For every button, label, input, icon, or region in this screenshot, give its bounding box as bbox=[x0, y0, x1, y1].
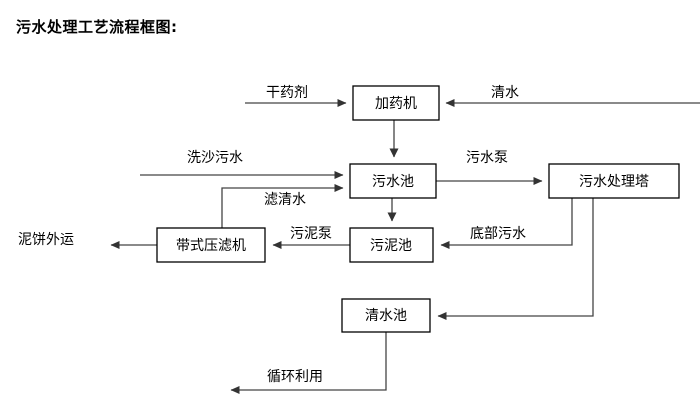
edge-line-tower-to-clean bbox=[437, 198, 594, 320]
edge-label-clean-water: 清水 bbox=[491, 85, 519, 101]
edge-label-sand-wash: 洗沙污水 bbox=[187, 150, 243, 166]
edge-label-mud-cake: 泥饼外运 bbox=[18, 232, 74, 248]
edge-label-wastewater-pump: 污水泵 bbox=[466, 150, 508, 166]
node-label-wastewater-pool: 污水池 bbox=[372, 174, 414, 190]
node-box-dosing-machine bbox=[352, 85, 440, 121]
edge-wastewater-pump: 污水泵 bbox=[436, 150, 543, 185]
node-box-belt-filter-press bbox=[156, 227, 266, 263]
edge-label-filtrate: 滤清水 bbox=[264, 192, 306, 208]
edge-filtrate-return: 滤清水 bbox=[221, 184, 344, 228]
node-box-sludge-pool bbox=[349, 227, 434, 263]
edge-sand-wash-wastewater-in: 洗沙污水 bbox=[140, 150, 344, 179]
node-label-clean-water-pool: 清水池 bbox=[365, 308, 407, 324]
node-treatment-tower[interactable]: 污水处理塔 bbox=[548, 163, 680, 199]
node-box-treatment-tower bbox=[548, 163, 680, 199]
edge-label-bottom-wastewater: 底部污水 bbox=[470, 226, 526, 242]
node-label-sludge-pool: 污泥池 bbox=[370, 238, 412, 254]
edge-dry-chemical-in: 干药剂 bbox=[245, 85, 347, 107]
node-dosing-machine[interactable]: 加药机 bbox=[352, 85, 440, 121]
edge-bottom-wastewater: 底部污水 bbox=[440, 198, 573, 249]
edge-label-sludge-pump: 污泥泵 bbox=[290, 226, 332, 242]
node-sludge-pool[interactable]: 污泥池 bbox=[349, 227, 434, 263]
node-clean-water-pool[interactable]: 清水池 bbox=[341, 298, 431, 333]
node-label-dosing-machine: 加药机 bbox=[375, 96, 417, 112]
edge-label-dry-chemical: 干药剂 bbox=[266, 85, 308, 101]
page-title: 污水处理工艺流程框图: bbox=[16, 18, 178, 36]
node-wastewater-pool[interactable]: 污水池 bbox=[349, 163, 437, 199]
edge-line-filtrate bbox=[221, 184, 344, 228]
edge-line-bottom-wastewater bbox=[440, 198, 573, 249]
edge-recycle-out: 循环利用 bbox=[230, 332, 387, 394]
node-box-wastewater-pool bbox=[349, 163, 437, 199]
node-label-treatment-tower: 污水处理塔 bbox=[579, 174, 649, 190]
node-belt-filter-press[interactable]: 带式压滤机 bbox=[156, 227, 266, 263]
edge-mud-cake-out: 泥饼外运 bbox=[18, 232, 157, 249]
edge-label-recycle: 循环利用 bbox=[267, 369, 323, 385]
node-box-clean-water-pool bbox=[341, 298, 431, 333]
edge-line-recycle bbox=[230, 332, 387, 394]
edge-tower-to-clean-water-pool bbox=[437, 198, 594, 320]
edge-sludge-pump: 污泥泵 bbox=[272, 226, 350, 249]
node-label-belt-filter-press: 带式压滤机 bbox=[176, 238, 246, 254]
edge-clean-water-in: 清水 bbox=[445, 85, 700, 107]
